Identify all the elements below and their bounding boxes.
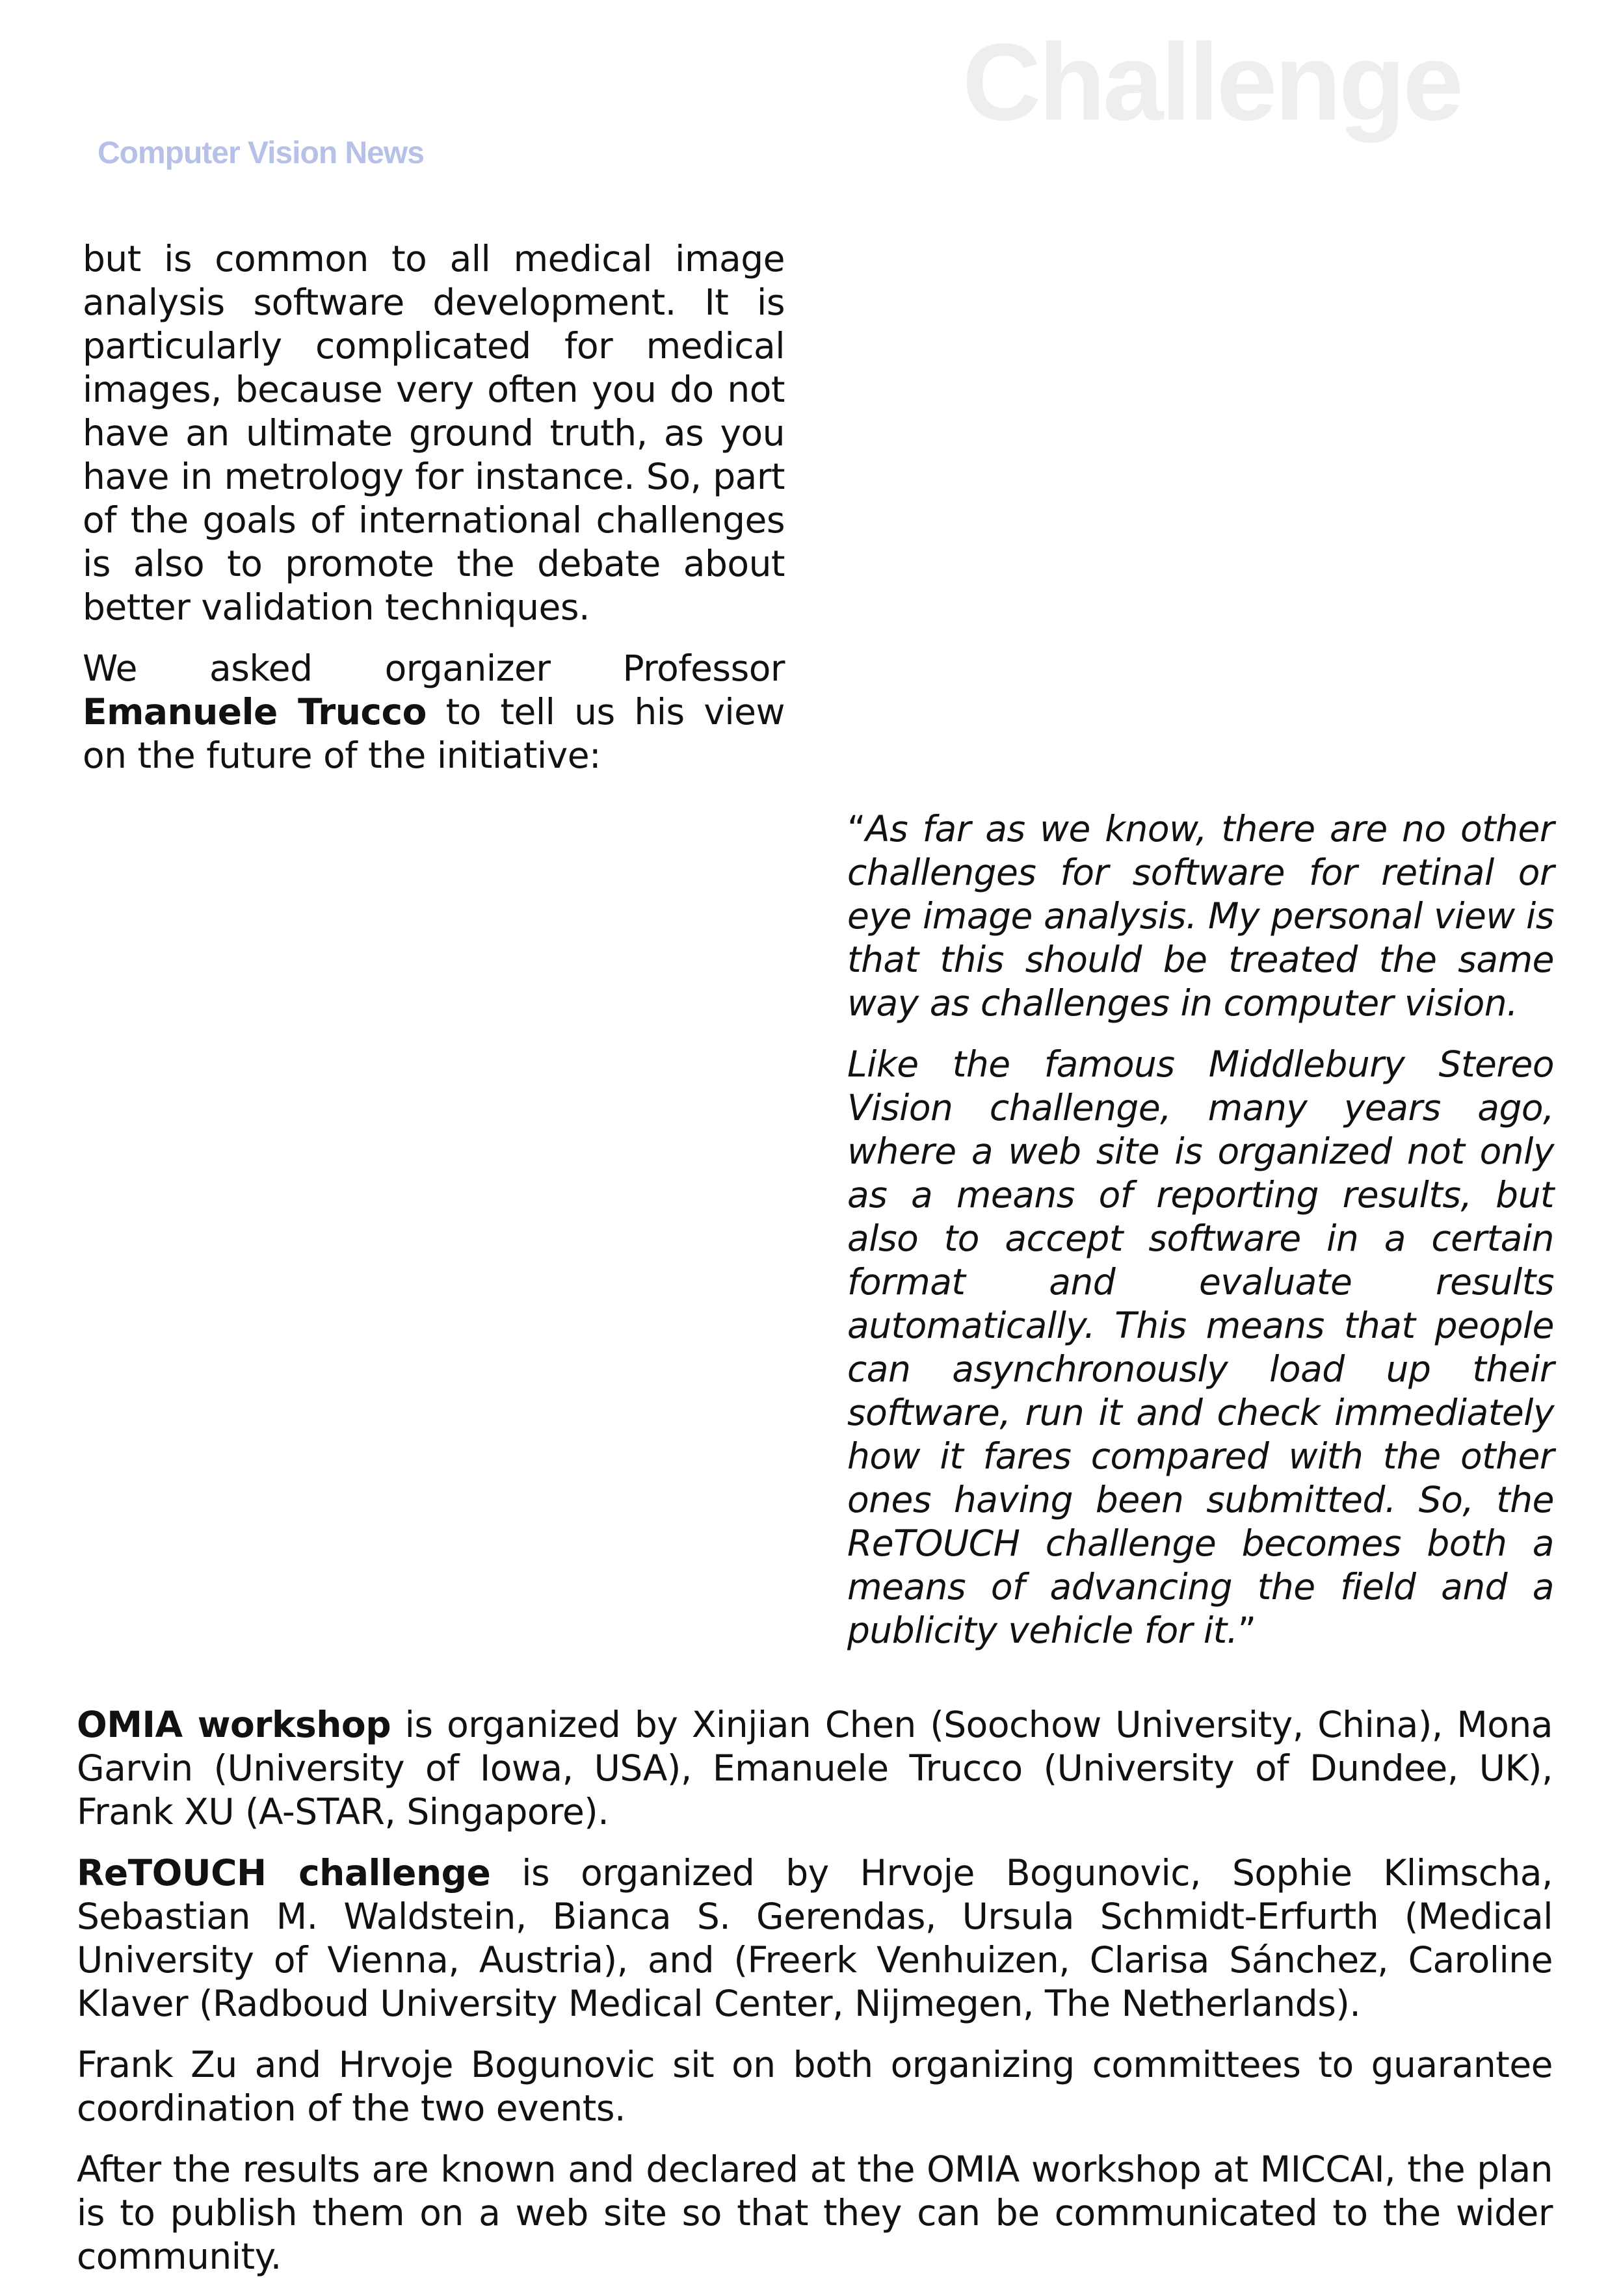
interviewee-name: Emanuele Trucco <box>83 691 427 733</box>
quote-open-mark: “ <box>847 808 866 850</box>
left-paragraph-2-tail: to tell us his view on the future of the… <box>83 691 785 776</box>
publication-name: Computer Vision News <box>98 136 425 170</box>
quote-column: “As far as we know, there are no other c… <box>847 807 1555 1670</box>
retouch-text: is organized by Hrvoje Bogunovic, Sophie… <box>77 1852 1553 2024</box>
quote-close-mark: ” <box>1237 1610 1257 1651</box>
quote-paragraph-2: Like the famous Middlebury Stereo Vision… <box>847 1043 1555 1652</box>
left-paragraph-1: but is common to all medical image analy… <box>83 238 785 628</box>
omia-paragraph: OMIA workshop is organized by Xinjian Ch… <box>77 1703 1553 1834</box>
left-paragraph-2-lead: We asked organizer Professor <box>83 647 785 689</box>
retouch-paragraph: ReTOUCH challenge is organized by Hrvoje… <box>77 1851 1553 2026</box>
results-paragraph: After the results are known and declared… <box>77 2148 1553 2277</box>
omia-text: is organized by Xinjian Chen (Soochow Un… <box>77 1704 1553 1833</box>
coordination-paragraph: Frank Zu and Hrvoje Bogunovic sit on bot… <box>77 2044 1553 2129</box>
quote-paragraph-2-text: Like the famous Middlebury Stereo Vision… <box>847 1043 1555 1651</box>
omia-label: OMIA workshop <box>77 1704 391 1745</box>
left-paragraph-2: We asked organizer Professor Emanuele Tr… <box>83 647 785 777</box>
quote-paragraph-1-text: As far as we know, there are no other ch… <box>847 808 1555 1024</box>
left-column: but is common to all medical image analy… <box>83 237 785 795</box>
quote-paragraph-1: “As far as we know, there are no other c… <box>847 807 1555 1025</box>
retouch-label: ReTOUCH challenge <box>77 1852 491 1894</box>
section-title: Challenge <box>962 21 1464 143</box>
bottom-section: OMIA workshop is organized by Xinjian Ch… <box>77 1703 1553 2296</box>
